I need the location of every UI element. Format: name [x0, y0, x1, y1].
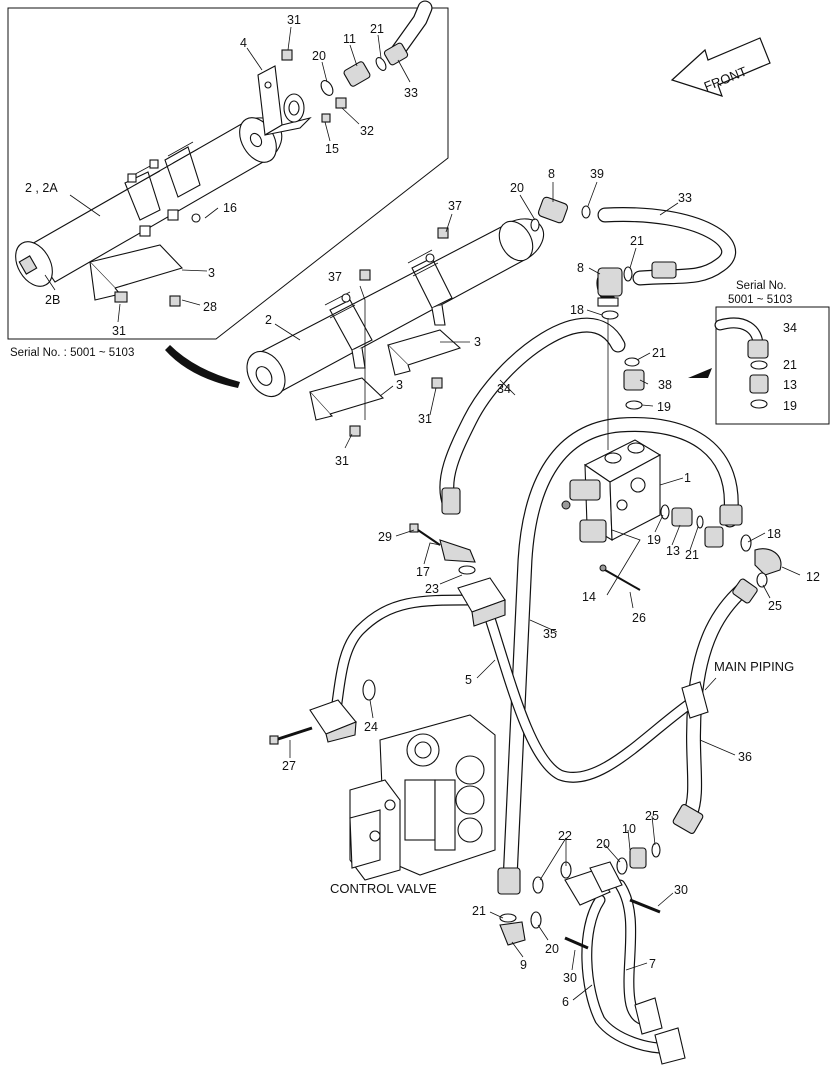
manifold-block-1: [561, 439, 662, 543]
front-arrow: FRONT: [670, 37, 771, 97]
inset-pointer-arrow: [165, 345, 240, 388]
callout-12: 12: [806, 570, 820, 584]
callout-39: 39: [590, 167, 604, 181]
fittings: [269, 205, 830, 950]
detail-bracket-4: [257, 65, 312, 136]
callout-19-b: 19: [783, 399, 797, 413]
callout-20-c: 20: [596, 837, 610, 851]
callout-7: 7: [649, 957, 656, 971]
callout-6: 6: [562, 995, 569, 1009]
callout-18-a: 18: [570, 303, 584, 317]
callout-21-a: 21: [370, 22, 384, 36]
callout-21-e: 21: [685, 548, 699, 562]
callout-2b: 2B: [45, 293, 60, 307]
callout-20-a: 20: [312, 49, 326, 63]
callout-numbers: 20 8 39 33 37 21 8 37 18 2 3 21 34 38 3 …: [265, 167, 820, 1009]
serial-box-line-1: Serial No.: [736, 280, 787, 292]
callout-37-b: 37: [328, 270, 342, 284]
callout-31-b: 31: [112, 324, 126, 338]
callout-30-b: 30: [563, 971, 577, 985]
serial-detail-label: Serial No. : 5001 ~ 5103: [10, 347, 134, 359]
callout-27: 27: [282, 759, 296, 773]
callout-3-a: 3: [208, 266, 215, 280]
leader-lines: [274, 181, 801, 1001]
callout-21-d: 21: [783, 358, 797, 372]
callout-31-c: 31: [418, 412, 432, 426]
callout-1: 1: [684, 471, 691, 485]
callout-17: 17: [416, 565, 430, 579]
callout-14: 14: [582, 590, 596, 604]
callout-20-b: 20: [510, 181, 524, 195]
callout-18-b: 18: [767, 527, 781, 541]
callout-23: 23: [425, 582, 439, 596]
callout-3-c: 3: [396, 378, 403, 392]
callout-28: 28: [203, 300, 217, 314]
callout-19-c: 19: [647, 533, 661, 547]
callout-21-f: 21: [472, 904, 486, 918]
callout-13-b: 13: [666, 544, 680, 558]
serial-box-line-2: 5001 ~ 5103: [728, 294, 792, 306]
callout-11: 11: [343, 32, 356, 46]
callout-24: 24: [364, 720, 378, 734]
callout-15: 15: [325, 142, 339, 156]
callout-33-a: 33: [404, 86, 418, 100]
control-valve-label: CONTROL VALVE: [330, 881, 437, 896]
callout-31-a: 31: [287, 13, 301, 27]
callout-32: 32: [360, 124, 374, 138]
callout-25-b: 25: [645, 809, 659, 823]
main-piping-label: MAIN PIPING: [714, 659, 794, 674]
detail-fittings: [281, 0, 433, 123]
callout-2: 2: [265, 313, 272, 327]
return-filter-cylinder: [246, 218, 545, 398]
steel-pipes: [309, 577, 709, 1065]
callout-10: 10: [622, 822, 636, 836]
callout-34-b: 34: [783, 321, 797, 335]
callout-26: 26: [632, 611, 646, 625]
callout-3-b: 3: [474, 335, 481, 349]
control-valve: [349, 714, 496, 881]
callout-5: 5: [465, 673, 472, 687]
cylinder-brackets: [308, 227, 462, 437]
detail-leader-lines: [44, 26, 411, 323]
callout-19-a: 19: [657, 400, 671, 414]
callout-38: 38: [658, 378, 672, 392]
hoses: [439, 196, 758, 895]
callout-8-b: 8: [577, 261, 584, 275]
callout-25-a: 25: [768, 599, 782, 613]
callout-21-b: 21: [630, 234, 644, 248]
detail-return-filter-cylinder: [15, 117, 283, 287]
callout-8-a: 8: [548, 167, 555, 181]
callout-16: 16: [223, 201, 237, 215]
callout-34-a: 34: [497, 382, 511, 396]
callout-31-d: 31: [335, 454, 349, 468]
callout-22: 22: [558, 829, 572, 843]
callout-4: 4: [240, 36, 247, 50]
callout-2-2a: 2 , 2A: [25, 181, 58, 195]
detail-inset: 31 21 4 20 11 33 32 15 2 , 2A 16 3 2B 28…: [7, 0, 449, 359]
detail-bracket-3: [88, 213, 201, 307]
callout-29: 29: [378, 530, 392, 544]
callout-36: 36: [738, 750, 752, 764]
callout-37-a: 37: [448, 199, 462, 213]
callout-30-a: 30: [674, 883, 688, 897]
callout-21-c: 21: [652, 346, 666, 360]
callout-20-d: 20: [545, 942, 559, 956]
callout-9: 9: [520, 958, 527, 972]
callout-13-a: 13: [783, 378, 797, 392]
callout-35: 35: [543, 627, 557, 641]
callout-33-b: 33: [678, 191, 692, 205]
